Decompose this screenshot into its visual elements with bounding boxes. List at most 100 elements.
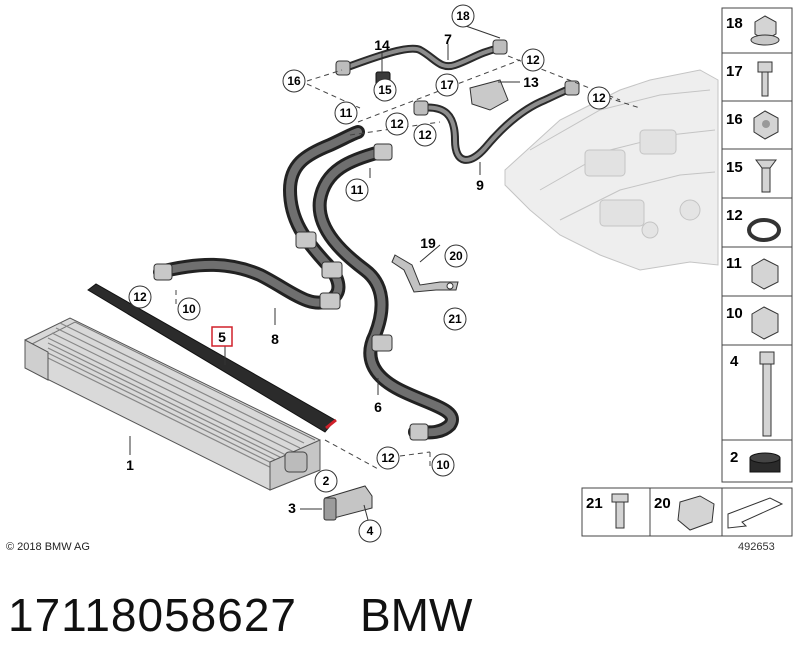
svg-text:16: 16 <box>287 74 301 88</box>
bottom-item-20: 20 <box>654 495 715 531</box>
svg-text:20: 20 <box>449 249 463 263</box>
svg-text:11: 11 <box>340 106 353 120</box>
callout-10-left: 10 <box>177 297 201 321</box>
svg-text:11: 11 <box>351 183 364 197</box>
callout-12-bottom: 12 <box>376 446 400 470</box>
callout-9: 9 <box>476 177 484 193</box>
svg-text:4: 4 <box>367 524 374 538</box>
callout-15: 15 <box>373 78 397 102</box>
svg-text:12: 12 <box>592 91 606 105</box>
callout-11-lower: 11 <box>345 178 369 202</box>
svg-text:16: 16 <box>726 111 743 128</box>
sidebar-item-16: 16 <box>726 110 779 140</box>
callout-8: 8 <box>271 331 279 347</box>
callout-5-highlighted: 5 <box>211 326 233 347</box>
bracket-3 <box>323 485 373 521</box>
callout-7: 7 <box>444 31 452 47</box>
svg-text:2: 2 <box>323 474 330 488</box>
svg-text:3: 3 <box>288 500 296 516</box>
sidebar-item-4: 4 <box>730 351 775 437</box>
callout-13: 13 <box>523 74 539 90</box>
sidebar-item-15: 15 <box>726 159 777 193</box>
svg-text:5: 5 <box>218 329 226 345</box>
svg-text:18: 18 <box>726 15 743 32</box>
bottom-parts-row: 21 20 <box>581 487 793 537</box>
sidebar-item-17: 17 <box>726 61 773 97</box>
svg-text:10: 10 <box>436 458 450 472</box>
svg-text:8: 8 <box>271 331 279 347</box>
callout-17: 17 <box>435 73 459 97</box>
nav-arrow-icon[interactable] <box>727 497 784 529</box>
svg-text:12: 12 <box>526 53 540 67</box>
hose-6 <box>312 143 459 441</box>
callout-12-mid2: 12 <box>413 123 437 147</box>
callout-3: 3 <box>288 500 322 516</box>
svg-text:21: 21 <box>448 312 462 326</box>
bottom-item-21: 21 <box>586 493 629 529</box>
svg-text:12: 12 <box>381 451 395 465</box>
seal-strip-5 <box>87 283 337 433</box>
svg-text:15: 15 <box>378 83 392 97</box>
callout-2: 2 <box>314 469 338 493</box>
solid-leaders <box>129 24 520 455</box>
svg-text:11: 11 <box>726 255 742 272</box>
svg-text:7: 7 <box>444 31 452 47</box>
callout-11-upper: 11 <box>334 101 358 125</box>
parts-sidebar: 18 17 16 15 12 11 10 4 <box>721 7 793 483</box>
clip-nut-icon <box>677 495 715 531</box>
svg-text:20: 20 <box>654 495 671 512</box>
sidebar-item-2: 2 <box>730 449 781 473</box>
long-bolt-icon <box>759 351 775 437</box>
o-ring-icon <box>747 218 781 242</box>
svg-text:19: 19 <box>420 235 436 251</box>
callout-4: 4 <box>358 504 382 543</box>
nut-flange-icon <box>754 15 777 41</box>
callout-12-right: 12 <box>587 86 611 110</box>
bolt-icon <box>757 61 773 97</box>
sidebar-item-18: 18 <box>726 15 780 46</box>
diagram-id: 492653 <box>738 541 775 553</box>
callout-12-left: 12 <box>128 285 152 309</box>
bracket-13 <box>469 79 509 111</box>
pipe-7 <box>335 39 508 76</box>
svg-text:12: 12 <box>390 117 404 131</box>
callout-12-mid: 12 <box>385 112 409 136</box>
callout-labels: 18 7 14 12 16 17 13 15 12 <box>126 4 611 543</box>
svg-text:6: 6 <box>374 399 382 415</box>
svg-text:4: 4 <box>730 353 739 370</box>
svg-text:12: 12 <box>418 128 432 142</box>
svg-text:15: 15 <box>726 159 743 176</box>
callout-14: 14 <box>374 37 390 53</box>
svg-text:21: 21 <box>586 495 603 512</box>
svg-text:12: 12 <box>133 290 147 304</box>
svg-text:2: 2 <box>730 449 738 466</box>
sidebar-item-10: 10 <box>726 305 779 340</box>
screw-icon <box>755 159 777 193</box>
svg-text:9: 9 <box>476 177 484 193</box>
svg-text:12: 12 <box>726 207 743 224</box>
sidebar-item-11: 11 <box>726 255 779 290</box>
pipe-9 <box>413 80 580 164</box>
callout-20: 20 <box>444 244 468 268</box>
svg-text:13: 13 <box>523 74 539 90</box>
svg-text:18: 18 <box>456 9 470 23</box>
callout-6: 6 <box>374 399 382 415</box>
svg-text:1: 1 <box>126 457 134 473</box>
sidebar-item-12: 12 <box>726 207 781 242</box>
svg-text:14: 14 <box>374 37 390 53</box>
parts-diagram: 18 7 14 12 16 17 13 15 12 <box>24 4 793 543</box>
svg-text:17: 17 <box>726 63 743 80</box>
engine-block <box>504 69 719 271</box>
oil-cooler-1 <box>24 317 321 491</box>
svg-text:17: 17 <box>440 78 454 92</box>
nut-icon <box>751 258 779 290</box>
svg-text:10: 10 <box>182 302 196 316</box>
bolt-icon <box>611 493 629 529</box>
svg-text:10: 10 <box>726 305 743 322</box>
callout-10-bottom: 10 <box>431 453 455 477</box>
callout-16: 16 <box>282 69 306 93</box>
part-number: 17118058627 <box>8 589 297 641</box>
callout-19: 19 <box>420 235 436 251</box>
nut-icon <box>751 306 779 340</box>
copyright-notice: © 2018 BMW AG <box>6 541 90 553</box>
